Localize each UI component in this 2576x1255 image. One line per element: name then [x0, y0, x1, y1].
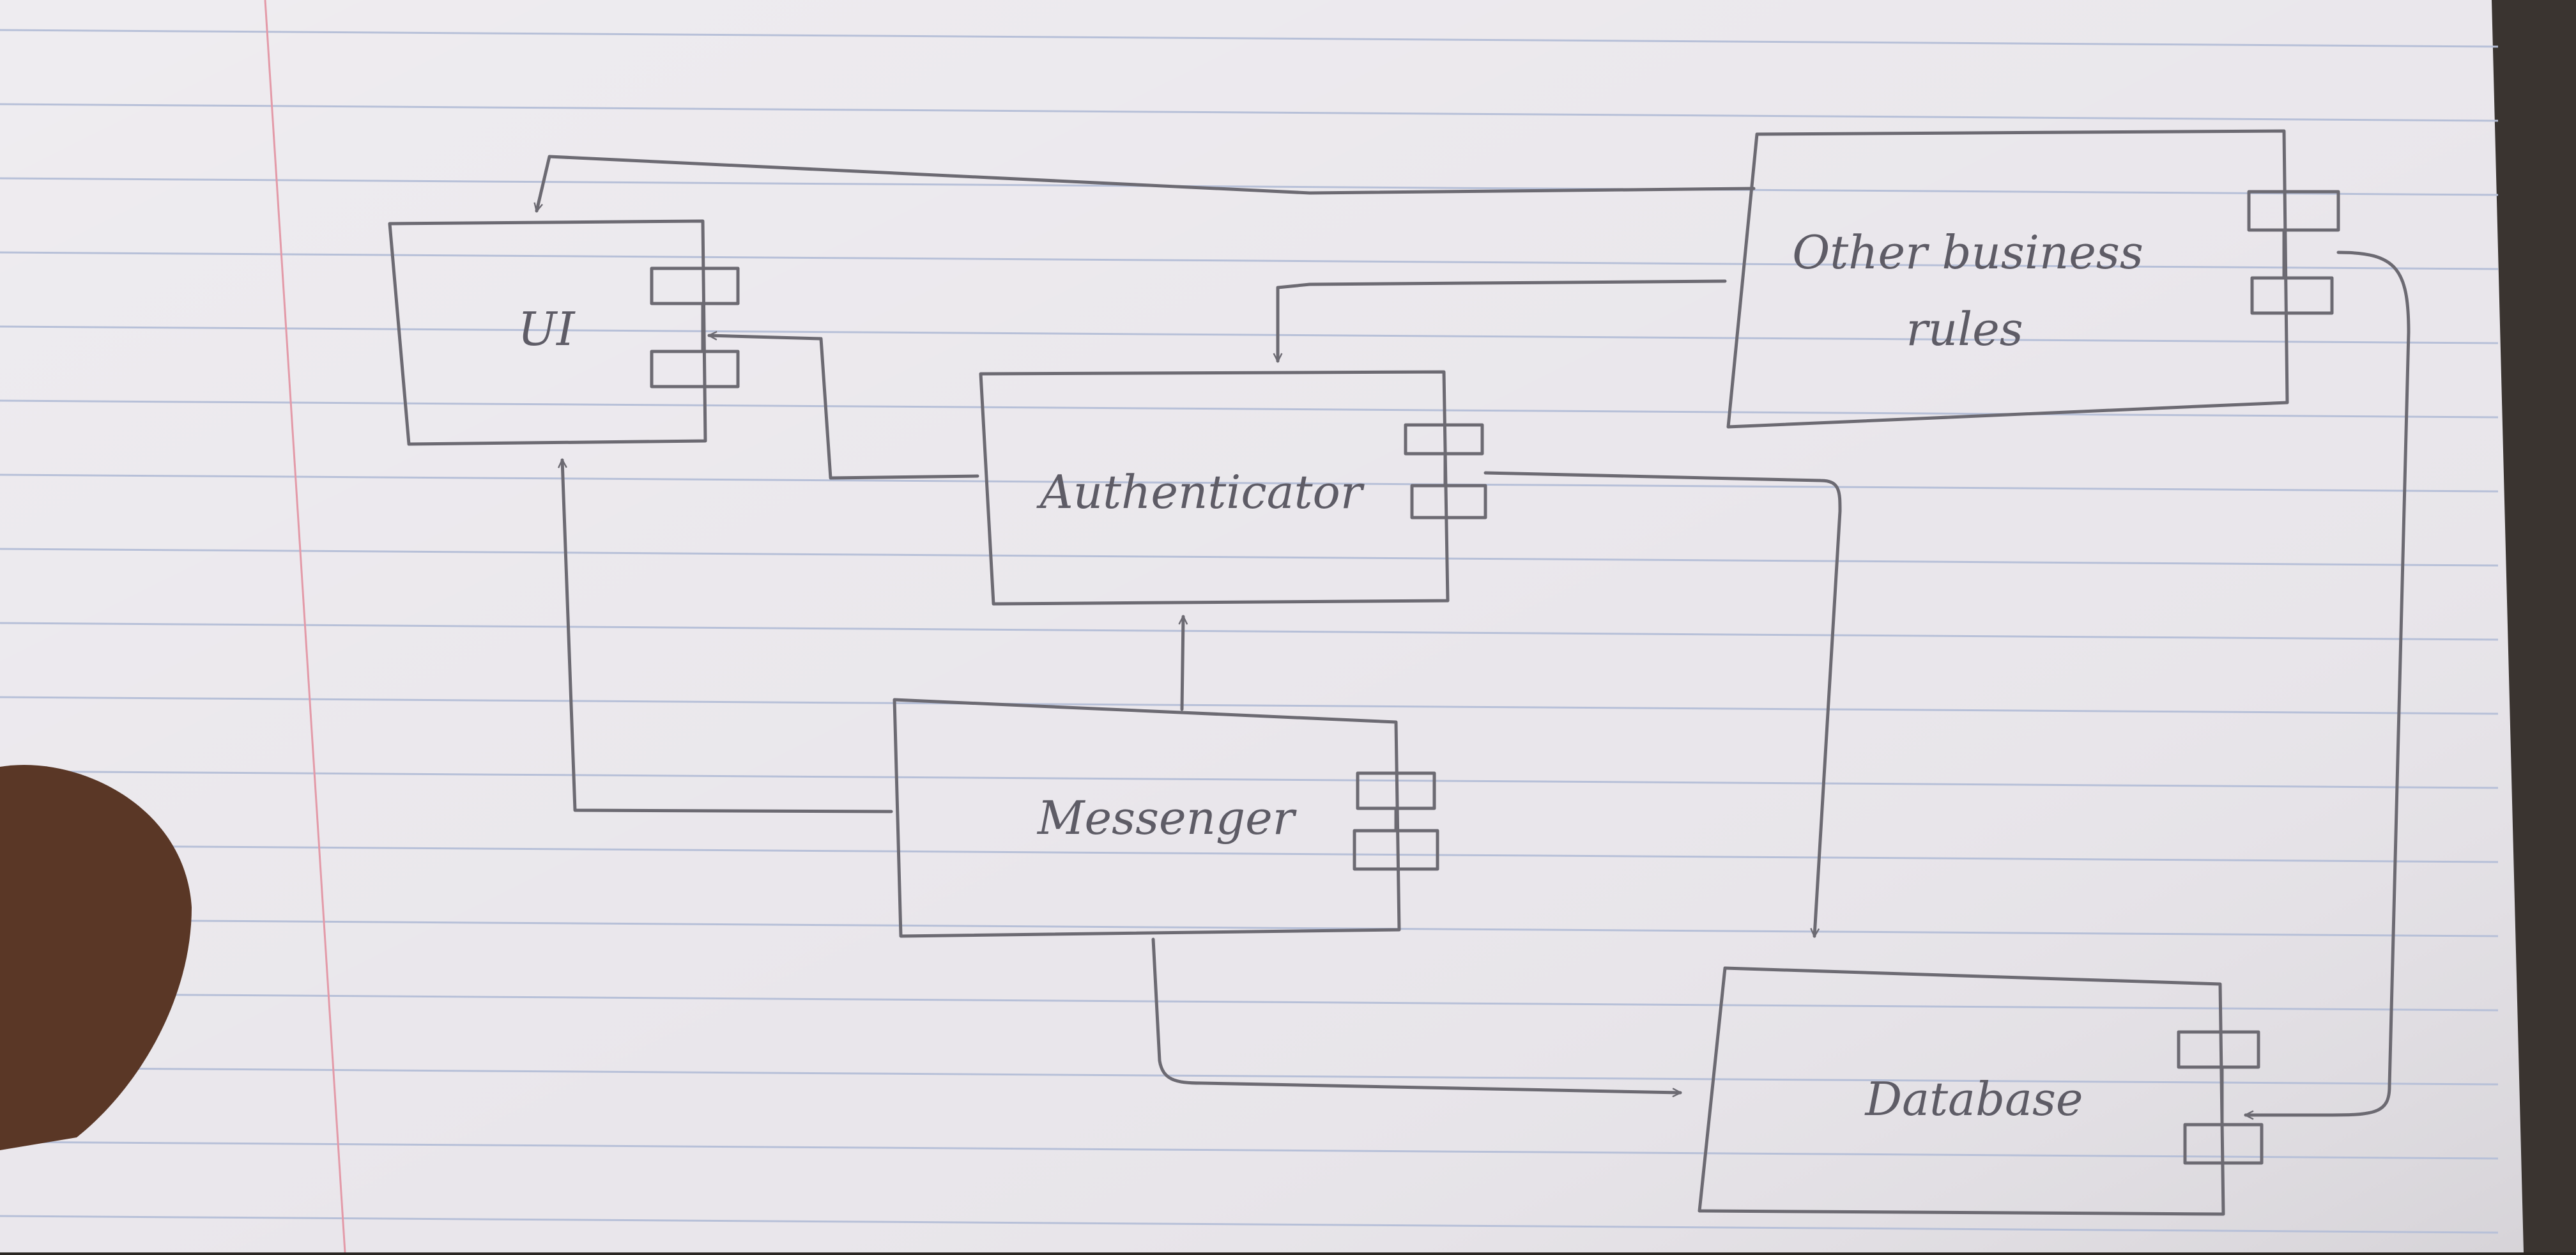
authenticator-port-bottom	[1410, 484, 1487, 520]
ruled-line	[0, 177, 2499, 196]
arrow-obr-to-authenticator	[1278, 279, 1727, 363]
database-component	[1698, 966, 2264, 1216]
ruled-line	[0, 325, 2499, 344]
ruled-line	[0, 696, 2499, 715]
arrow-authenticator-to-ui	[709, 335, 979, 480]
ui-port-top	[650, 266, 740, 305]
arrow-messenger-to-authenticator	[1182, 617, 1183, 711]
margin-line	[264, 0, 346, 1253]
thumb-overlay	[0, 764, 192, 1150]
ruled-line	[0, 548, 2499, 567]
obr-port-bottom	[2250, 276, 2334, 315]
arrow-messenger-to-ui	[562, 460, 893, 813]
ruled-line	[0, 918, 2499, 937]
ui-label: UI	[518, 302, 576, 356]
other-business-rules-component	[1726, 129, 2340, 429]
arrow-authenticator-to-database	[1483, 471, 1842, 936]
ruled-line	[0, 844, 2499, 863]
ruled-line	[0, 1066, 2499, 1086]
ui-component	[388, 219, 740, 446]
ruled-line	[0, 992, 2499, 1012]
ruled-line	[0, 770, 2499, 789]
ruled-line	[0, 103, 2499, 122]
database-port-top	[2177, 1030, 2260, 1069]
arrow-obr-to-database	[2244, 250, 2411, 1115]
obr-label-line2: rules	[1906, 302, 2023, 356]
messenger-component	[893, 698, 1439, 938]
database-label: Database	[1864, 1072, 2083, 1126]
ruled-line	[0, 399, 2499, 419]
ruled-lines	[0, 29, 2499, 1234]
ruled-line	[0, 1215, 2499, 1234]
obr-port-top	[2247, 190, 2340, 232]
ruled-line	[0, 622, 2499, 641]
obr-label-line1: Other business	[1792, 226, 2143, 279]
arrow-obr-to-ui	[537, 155, 1756, 211]
ruled-line	[0, 29, 2499, 48]
arrow-messenger-to-database	[1151, 937, 1680, 1093]
ruled-line	[0, 474, 2499, 493]
messenger-label: Messenger	[1036, 791, 1297, 845]
authenticator-component	[979, 370, 1487, 606]
authenticator-label: Authenticator	[1036, 465, 1365, 519]
notebook-paper	[0, 0, 2524, 1252]
ruled-line	[0, 251, 2499, 270]
ruled-line	[0, 1141, 2499, 1160]
ui-port-bottom	[650, 350, 740, 389]
